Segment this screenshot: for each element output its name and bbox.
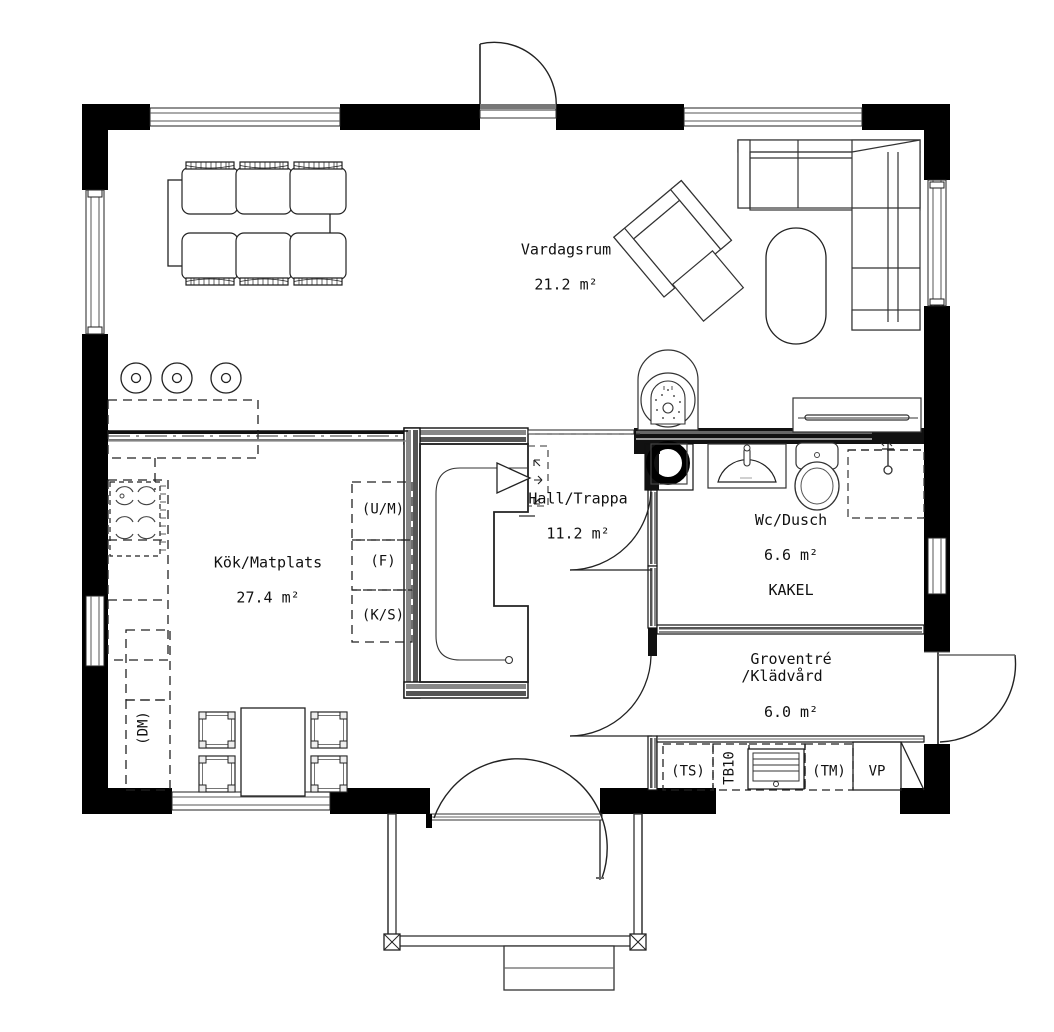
ottoman	[671, 250, 745, 322]
room-name: Hall/Trappa	[528, 489, 628, 508]
room-area: 6.6 m²	[763, 546, 819, 564]
window-north-left	[149, 107, 341, 127]
room-area: 11.2 m²	[546, 524, 610, 543]
interior-doors	[569, 489, 652, 737]
room-note: KAKEL	[768, 581, 814, 600]
appliance-label-ks: (K/S)	[361, 607, 405, 624]
porch-post-right	[629, 933, 647, 951]
appliance-label-dm: (DM)	[135, 711, 152, 745]
room-name: Kök/Matplats	[213, 553, 323, 572]
appliance-label-ts: (TS)	[671, 763, 705, 780]
window-east-upper	[927, 179, 947, 307]
room-label-hall-trappa: Hall/Trappa 11.2 m²	[510, 473, 627, 544]
room-area: 6.0 m²	[763, 702, 819, 721]
room-name: Vardagsrum	[520, 240, 612, 259]
entry-porch	[383, 758, 647, 991]
door-hall-wc	[569, 489, 652, 571]
armchair	[613, 179, 733, 298]
appliance-label-f: (F)	[370, 553, 396, 570]
washer-icon	[747, 748, 805, 790]
door-north	[479, 41, 557, 119]
room-area: 27.4 m²	[236, 588, 300, 607]
kitchen-sink	[109, 481, 166, 557]
room-label-kok-matplats: Kök/Matplats 27.4 m²	[196, 537, 322, 608]
chimney-ring	[646, 441, 690, 485]
door-east	[924, 651, 1017, 744]
stairs	[419, 433, 640, 683]
appliance-label-vp: VP	[868, 763, 886, 780]
kitchen-island-counter	[108, 430, 408, 442]
chimney-shaft	[644, 443, 694, 491]
shower	[847, 442, 925, 519]
washbasin	[707, 443, 787, 489]
room-label-groventre: Groventré /Klädvård 6.0 m²	[732, 633, 831, 721]
window-west-upper	[85, 189, 105, 335]
room-name: Groventré /Klädvård	[741, 649, 832, 686]
wall-groventre-bottom	[656, 735, 925, 743]
room-name: Wc/Dusch	[754, 510, 828, 529]
door-hall-groventre	[569, 655, 652, 737]
window-north-right	[683, 107, 863, 127]
fireplace	[637, 349, 699, 431]
porch-post-left	[383, 933, 401, 951]
wall-wc-groventre	[656, 624, 925, 635]
window-west-lower	[85, 595, 105, 667]
groventre-units	[662, 741, 925, 791]
dining-table-6	[167, 161, 347, 286]
window-east-mid	[927, 537, 947, 595]
room-label-wc-dusch: Wc/Dusch 6.6 m² KAKEL	[737, 494, 827, 600]
sectional-sofa	[737, 139, 921, 331]
toilet	[794, 442, 840, 511]
oval-coffee-table	[765, 227, 827, 345]
room-label-vardagsrum: Vardagsrum 21.2 m²	[503, 224, 611, 295]
appliance-label-tm: (TM)	[812, 763, 846, 780]
room-area: 21.2 m²	[534, 275, 598, 294]
bar-stools	[120, 362, 242, 394]
kitchen-cabinets	[107, 399, 413, 791]
wall-stair-bottom	[403, 681, 529, 699]
appliance-label-um: (U/M)	[361, 501, 405, 518]
bathtub-counter	[792, 397, 922, 433]
small-table-4	[198, 707, 348, 797]
appliance-label-tb10: TB10	[721, 751, 738, 785]
